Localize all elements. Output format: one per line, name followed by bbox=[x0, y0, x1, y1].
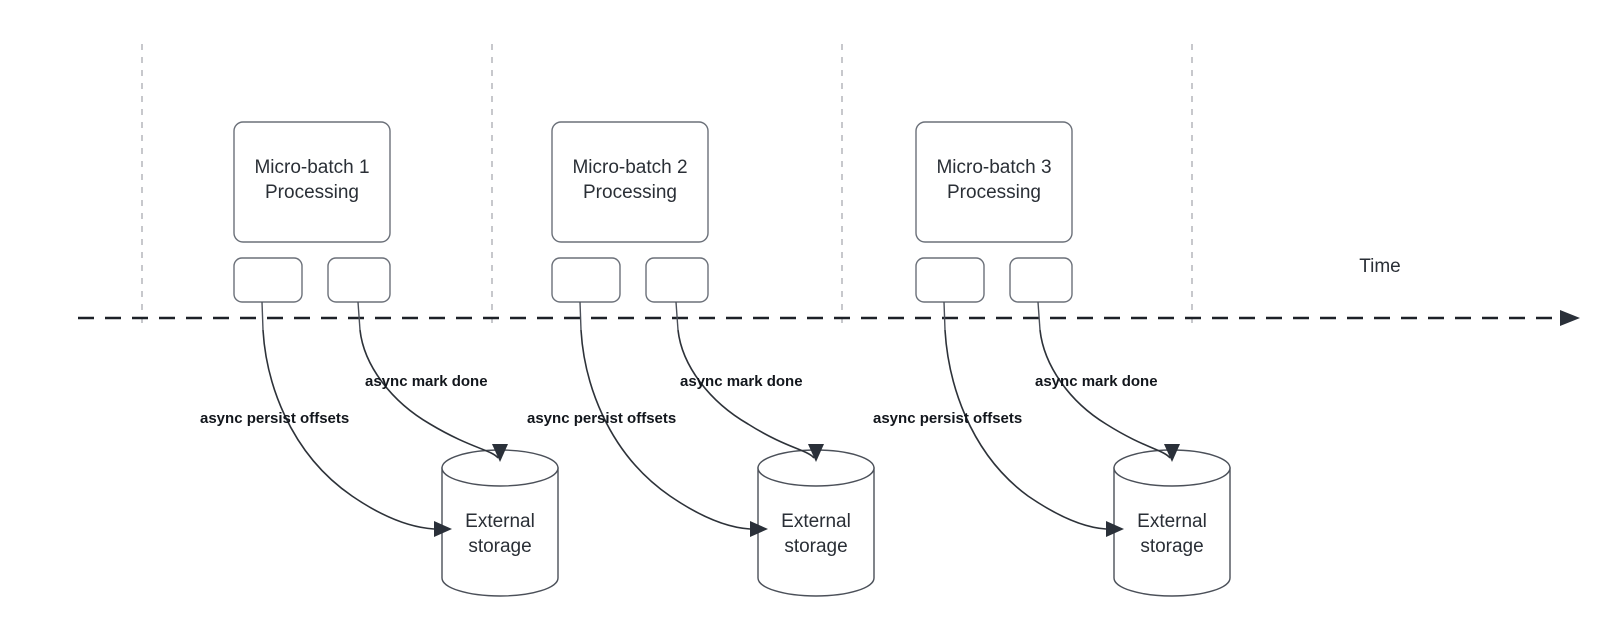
async-persist-offsets-edge-1 bbox=[262, 329, 435, 530]
micro-batch-2-label-line2: Processing bbox=[583, 182, 677, 203]
task-box-2a-stub bbox=[579, 301, 582, 331]
async-mark-done-arrow-2-icon bbox=[808, 444, 824, 462]
async-persist-offsets-label-2: async persist offsets bbox=[527, 410, 676, 427]
external-storage-3-label-line1: External bbox=[1137, 511, 1207, 532]
external-storage-2-label-line2: storage bbox=[784, 536, 847, 557]
external-storage-2-body bbox=[757, 467, 875, 597]
external-storage-3[interactable]: External storage bbox=[1113, 449, 1231, 597]
micro-batch-2-label-line1: Micro-batch 2 bbox=[572, 157, 687, 178]
external-storage-1-body bbox=[441, 467, 559, 597]
task-box-3b-stub bbox=[1037, 301, 1041, 331]
external-storage-1-label-line2: storage bbox=[468, 536, 531, 557]
async-mark-done-edge-2 bbox=[677, 329, 815, 459]
async-persist-offsets-arrow-3-icon bbox=[1106, 521, 1124, 537]
task-box-1b[interactable] bbox=[327, 257, 391, 303]
micro-batch-1-label-line1: Micro-batch 1 bbox=[254, 157, 369, 178]
async-persist-offsets-arrow-2-icon bbox=[750, 521, 768, 537]
micro-batch-2-box[interactable] bbox=[551, 121, 709, 243]
async-persist-offsets-arrow-1-icon bbox=[434, 521, 452, 537]
time-axis-label: Time bbox=[1359, 256, 1401, 277]
group-1: Micro-batch 1 Processing External storag… bbox=[200, 121, 559, 597]
group-2: Micro-batch 2 Processing External storag… bbox=[527, 121, 875, 597]
async-mark-done-arrow-3-icon bbox=[1164, 444, 1180, 462]
task-box-1b-stub bbox=[357, 301, 361, 331]
task-box-2a[interactable] bbox=[551, 257, 621, 303]
async-mark-done-edge-3 bbox=[1039, 329, 1171, 459]
separator-group bbox=[141, 44, 1193, 330]
external-storage-2[interactable]: External storage bbox=[757, 449, 875, 597]
external-storage-3-label-line2: storage bbox=[1140, 536, 1203, 557]
timeline-arrow-icon bbox=[1560, 310, 1580, 326]
async-persist-offsets-edge-2 bbox=[580, 329, 751, 530]
micro-batch-1-box[interactable] bbox=[233, 121, 391, 243]
async-persist-offsets-label-3: async persist offsets bbox=[873, 410, 1022, 427]
async-mark-done-arrow-1-icon bbox=[492, 444, 508, 462]
micro-batch-3-box[interactable] bbox=[915, 121, 1073, 243]
task-box-3b[interactable] bbox=[1009, 257, 1073, 303]
task-box-1a[interactable] bbox=[233, 257, 303, 303]
async-mark-done-label-3: async mark done bbox=[1035, 373, 1158, 390]
async-persist-offsets-label-1: async persist offsets bbox=[200, 410, 349, 427]
async-mark-done-label-2: async mark done bbox=[680, 373, 803, 390]
micro-batch-3-label-line1: Micro-batch 3 bbox=[936, 157, 1051, 178]
external-storage-1[interactable]: External storage bbox=[441, 449, 559, 597]
micro-batch-3-label-line2: Processing bbox=[947, 182, 1041, 203]
external-storage-1-label-line1: External bbox=[465, 511, 535, 532]
external-storage-3-body bbox=[1113, 467, 1231, 597]
task-box-3a[interactable] bbox=[915, 257, 985, 303]
async-persist-offsets-edge-3 bbox=[944, 329, 1107, 530]
time-axis: Time bbox=[78, 256, 1580, 326]
task-box-2b[interactable] bbox=[645, 257, 709, 303]
async-mark-done-label-1: async mark done bbox=[365, 373, 488, 390]
task-box-2b-stub bbox=[675, 301, 679, 331]
external-storage-2-label-line1: External bbox=[781, 511, 851, 532]
task-box-3a-stub bbox=[943, 301, 946, 331]
async-mark-done-edge-1 bbox=[359, 329, 499, 459]
group-3: Micro-batch 3 Processing External storag… bbox=[873, 121, 1231, 597]
task-box-1a-stub bbox=[261, 301, 264, 331]
micro-batch-1-label-line2: Processing bbox=[265, 182, 359, 203]
